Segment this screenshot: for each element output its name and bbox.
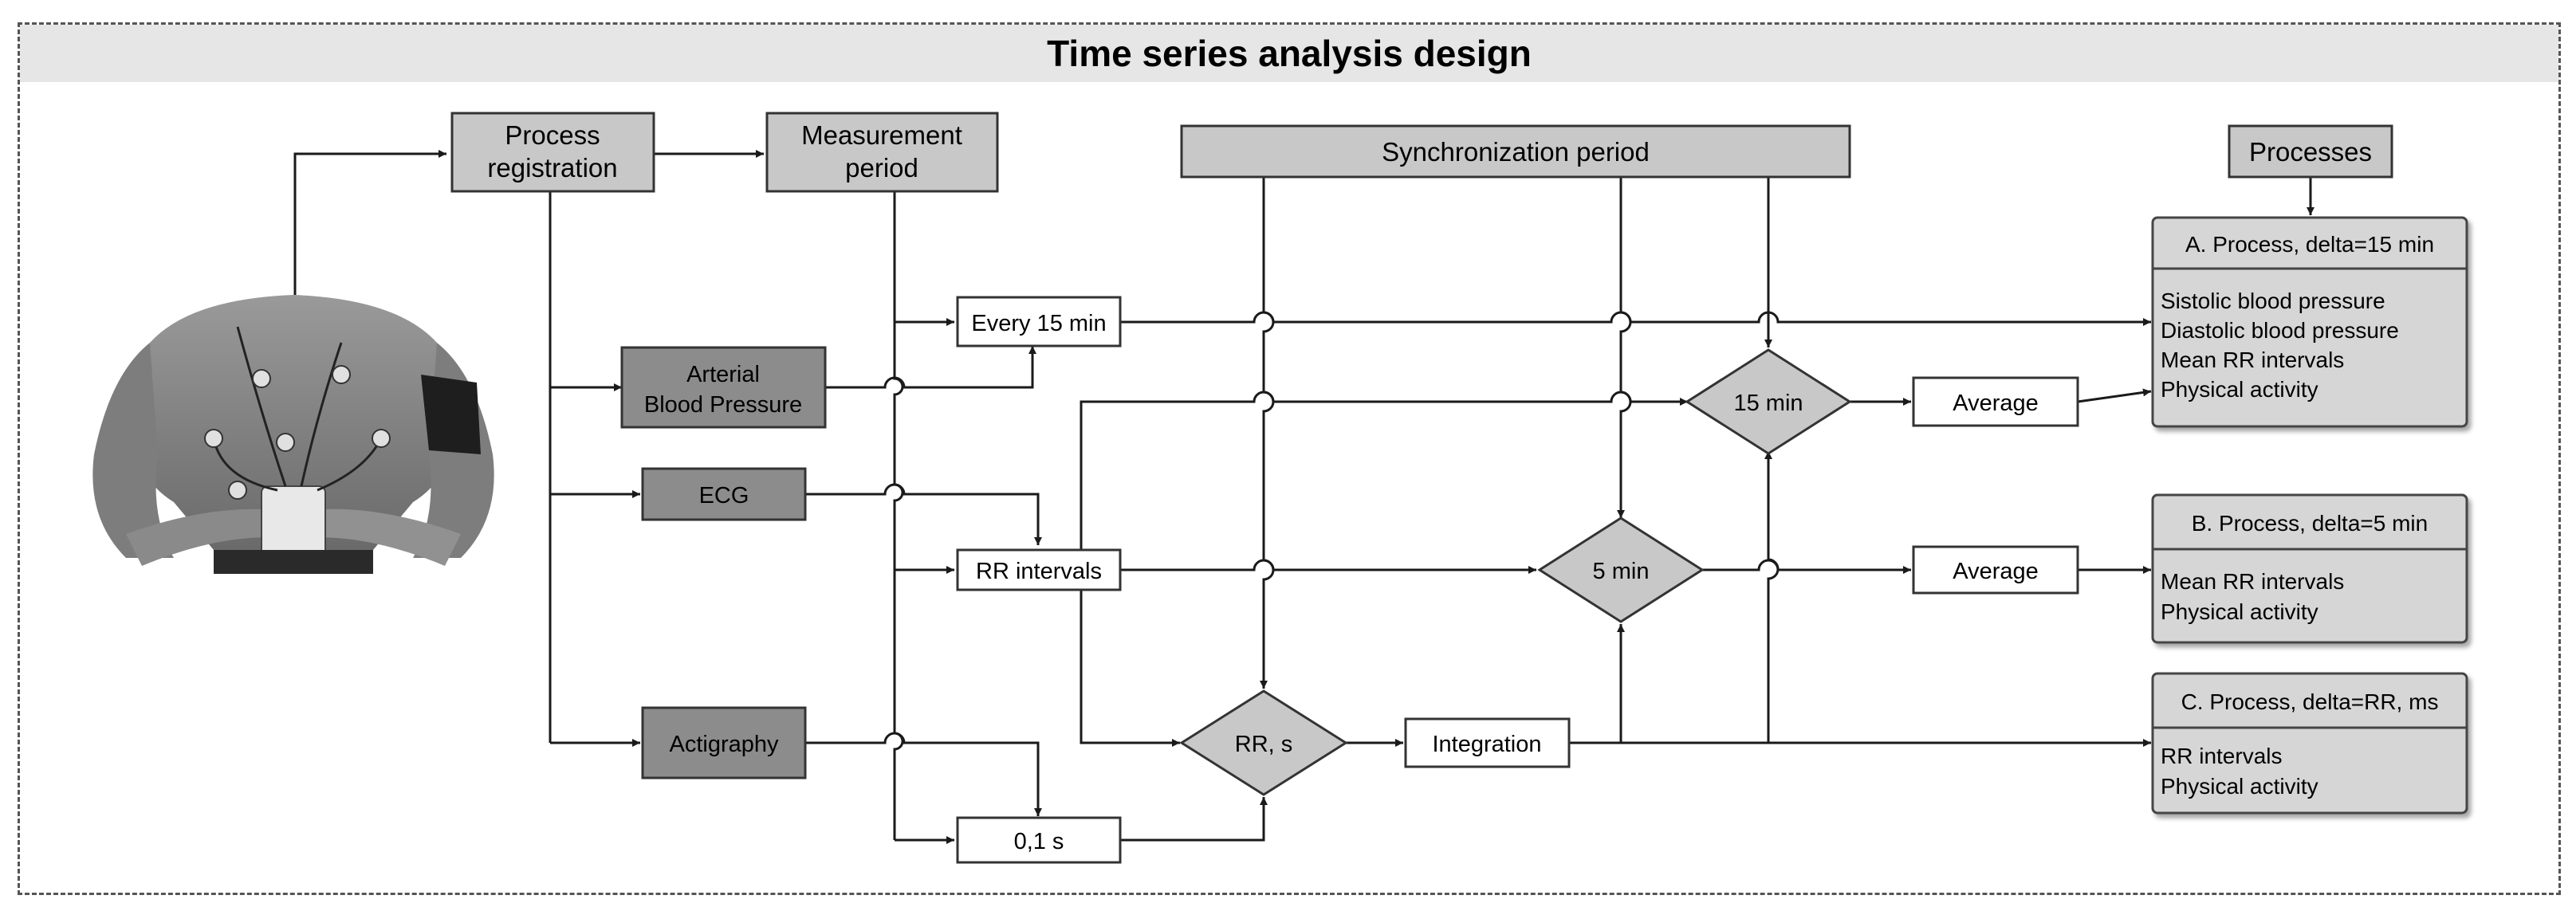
arterial-bp-label-2: Blood Pressure (644, 392, 802, 418)
measurement-trunk (893, 191, 904, 840)
arrow-average-to-process-a (2077, 388, 2152, 403)
diagram-frame (18, 22, 2561, 895)
diamond-5min (1537, 516, 1705, 623)
arrow-5min-to-average (1702, 559, 1911, 574)
arrow-rr-to-5min (1120, 559, 1536, 574)
measurement-period-box (765, 112, 999, 193)
synchronization-period-label: Synchronization period (1382, 137, 1650, 167)
process-c-item: Physical activity (2161, 774, 2318, 799)
process-a-item: Sistolic blood pressure (2161, 289, 2385, 313)
average-mid-box (1912, 545, 2079, 595)
arrow-ecg-to-rr (805, 483, 1042, 545)
process-boxes (2151, 216, 2468, 815)
arrow-integration-to-15min (1764, 451, 1780, 743)
rr-intervals-box (956, 548, 1122, 591)
process-b-box (2151, 493, 2468, 644)
diamond-rr-s (1179, 689, 1348, 796)
processes-label-box (2228, 124, 2393, 179)
average-top-box (1912, 376, 2079, 427)
sync-drop-rr (1260, 177, 1275, 689)
rr-intervals-label: RR intervals (976, 559, 1102, 584)
average-mid-label: Average (1953, 559, 2039, 584)
process-a-header: A. Process, delta=15 min (2185, 232, 2434, 257)
diamond-rr-s-label: RR, s (1235, 732, 1293, 757)
process-b-header: B. Process, delta=5 min (2192, 511, 2428, 536)
diagram-title: Time series analysis design (1047, 33, 1532, 74)
ecg-box (641, 467, 807, 521)
actigraphy-label: Actigraphy (669, 732, 779, 757)
zero-one-s-box (956, 816, 1122, 864)
integration-box (1404, 717, 1571, 768)
arterial-bp-box (620, 346, 827, 429)
arrow-actigraphy-to-01s (805, 732, 1042, 816)
actigraphy-box (641, 706, 807, 779)
process-b-item: Mean RR intervals (2161, 569, 2344, 594)
process-b-item: Physical activity (2161, 599, 2318, 624)
process-a-item: Diastolic blood pressure (2161, 318, 2399, 343)
synchronization-period-box (1180, 124, 1851, 179)
integration-label: Integration (1432, 732, 1541, 757)
process-registration-label-2: registration (487, 153, 617, 183)
arrow-rr-to-rrs (1080, 590, 1180, 747)
process-a-item: Mean RR intervals (2161, 348, 2344, 372)
process-c-box (2151, 672, 2468, 815)
title-bar (20, 25, 2558, 82)
ecg-label: ECG (699, 483, 749, 509)
average-top-label: Average (1953, 391, 2039, 416)
diamond-5min-label: 5 min (1593, 559, 1650, 584)
arrow-01s-to-rrs (1120, 797, 1268, 842)
arrow-every15-to-process-a (1120, 311, 2151, 326)
process-c-header: C. Process, delta=RR, ms (2181, 689, 2439, 714)
diamond-15min-label: 15 min (1733, 391, 1803, 416)
diamond-15min (1685, 348, 1852, 455)
arrow-arterial-to-every15 (825, 346, 1036, 389)
arrow-photo-to-registration (293, 150, 446, 295)
arrow-rr-to-15min (1080, 391, 1688, 550)
person-wearing-holter-monitor-icon (92, 295, 494, 574)
processes-label: Processes (2249, 137, 2372, 167)
process-registration-box (450, 112, 655, 193)
process-c-item: RR intervals (2161, 744, 2282, 768)
process-registration-label-1: Process (505, 120, 600, 150)
arterial-bp-label-1: Arterial (686, 362, 760, 387)
every-15-min-label: Every 15 min (971, 311, 1106, 336)
sync-drop-5min (1617, 177, 1632, 518)
measurement-period-label-2: period (845, 153, 918, 183)
zero-one-s-label: 0,1 s (1014, 829, 1064, 854)
every-15-min-box (956, 296, 1122, 348)
process-a-item: Physical activity (2161, 377, 2318, 402)
measurement-period-label-1: Measurement (801, 120, 962, 150)
